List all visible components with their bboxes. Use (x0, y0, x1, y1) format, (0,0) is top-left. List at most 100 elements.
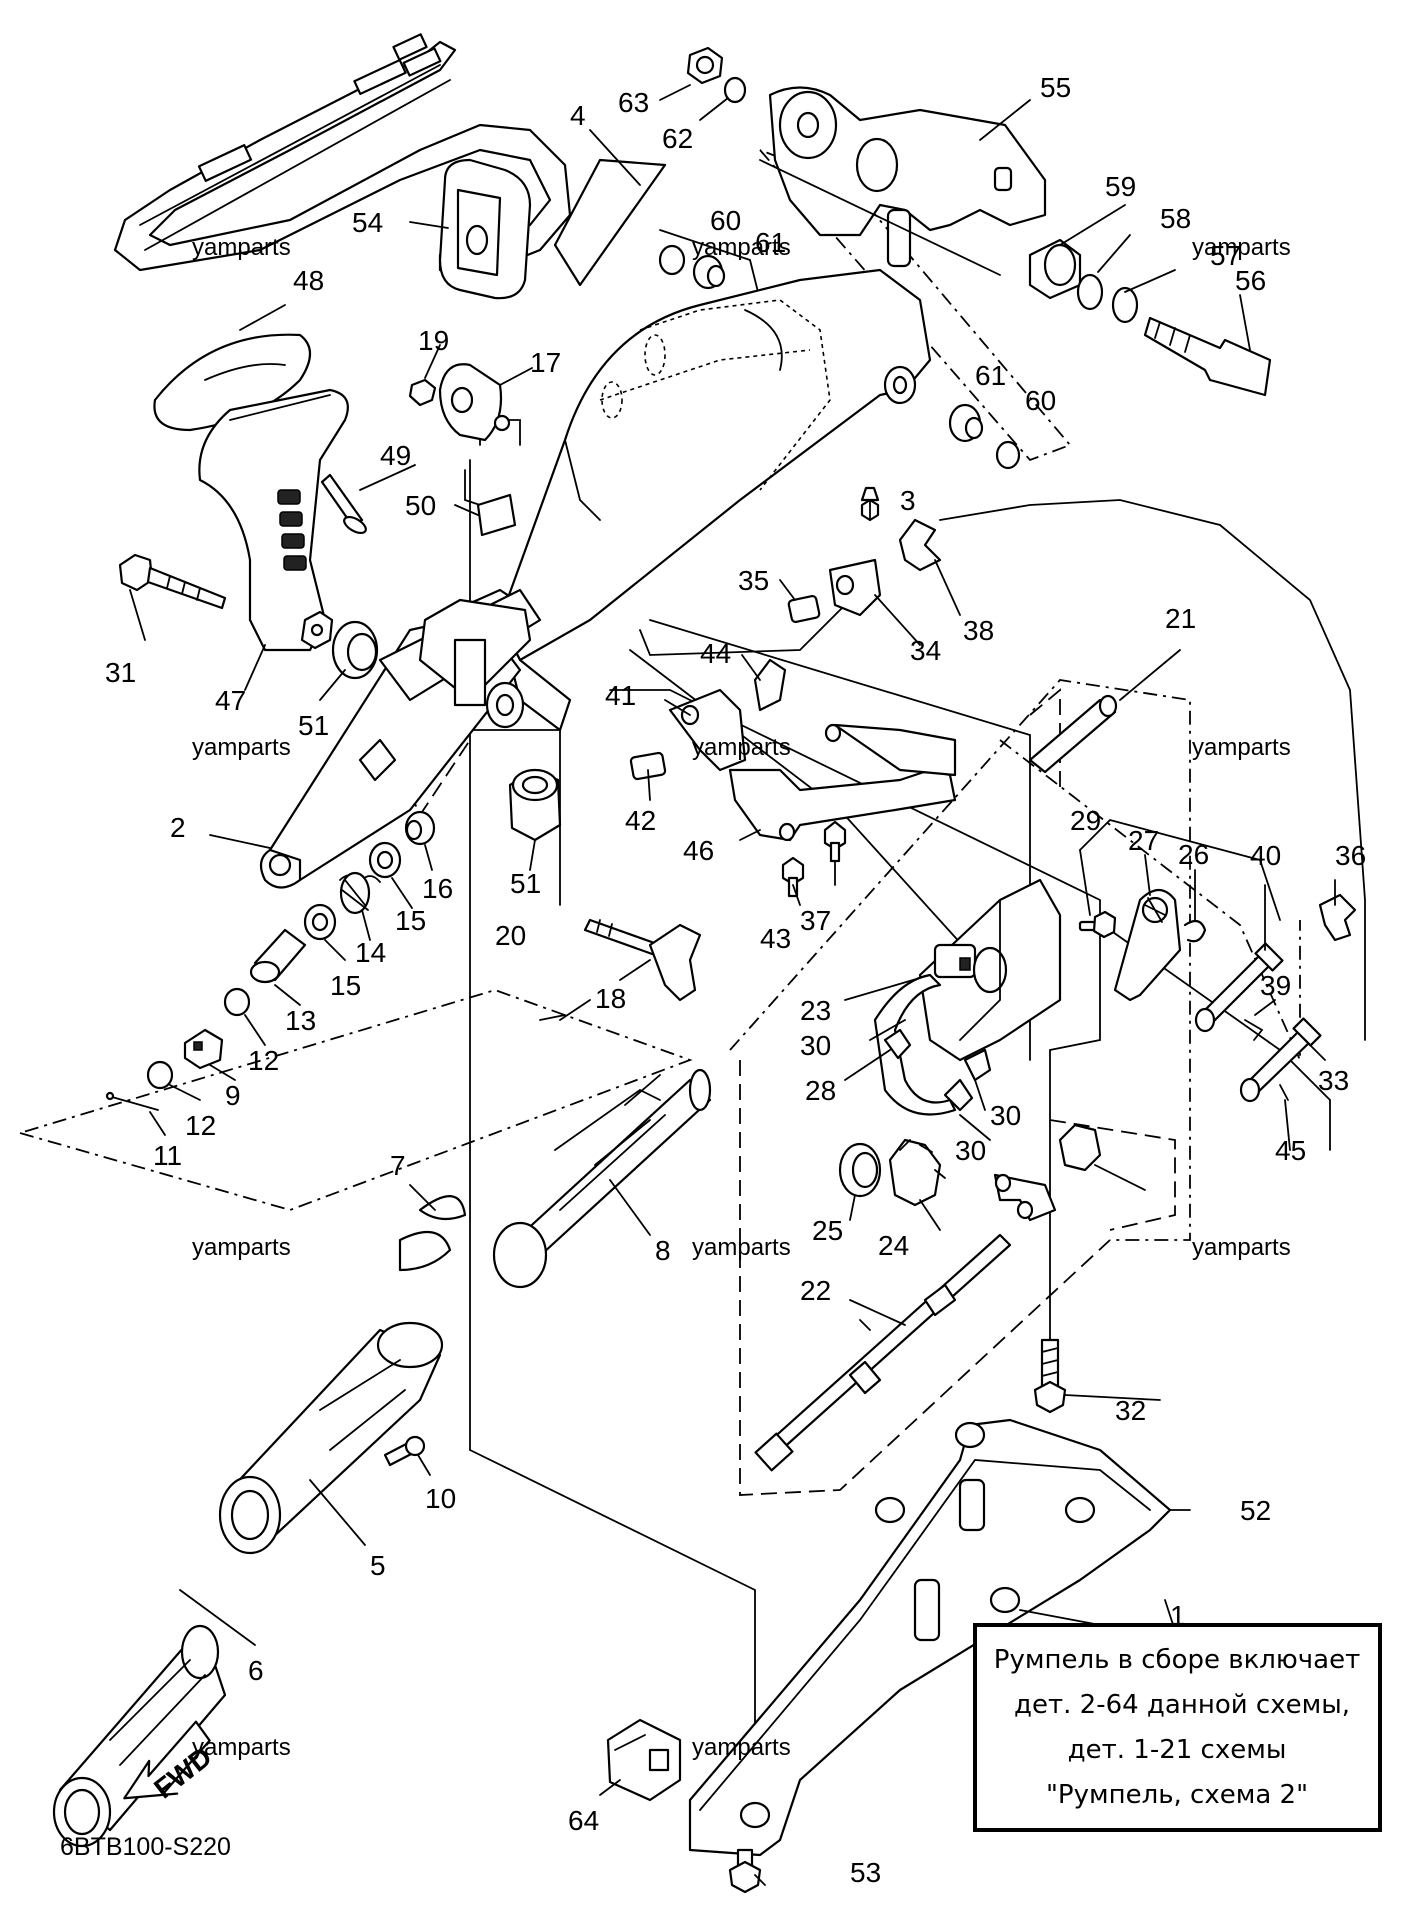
grommet-30-b (963, 1048, 992, 1082)
callout-31: 31 (105, 657, 136, 688)
spring-14 (339, 871, 381, 915)
callout-53: 53 (850, 1857, 881, 1888)
clip-38 (898, 518, 942, 572)
bolt-31 (118, 553, 227, 610)
screw-43 (781, 856, 805, 898)
bottom-cover-52 (688, 1418, 1172, 1857)
outer-grip-6 (52, 1624, 227, 1848)
callout-27: 27 (1128, 825, 1159, 856)
callout-56: 56 (1235, 265, 1266, 296)
watermark-3: yamparts (1192, 234, 1291, 261)
grip-cover-48 (153, 333, 312, 432)
watermark-1: yamparts (192, 234, 291, 261)
gear-24 (888, 1138, 946, 1207)
stopper-16 (404, 810, 436, 846)
callout-numbers: 1 2 3 4 5 6 7 8 9 10 11 12 12 13 14 15 1… (105, 72, 1366, 1888)
callout-6: 6 (248, 1655, 264, 1686)
grommet-54 (438, 158, 532, 300)
callout-64: 64 (568, 1805, 599, 1836)
switch-64 (606, 1718, 682, 1802)
leader-lines (129, 84, 1336, 1886)
callout-32: 32 (1115, 1395, 1146, 1426)
washer-62 (723, 76, 747, 104)
grip-handle-47 (198, 388, 349, 652)
callout-60-upper: 60 (710, 205, 741, 236)
clip-39 (1244, 1019, 1264, 1041)
callout-46: 46 (683, 835, 714, 866)
bracket-46 (728, 723, 957, 842)
lever-27 (1113, 888, 1182, 1002)
callout-21: 21 (1165, 603, 1196, 634)
stop-switch-23 (918, 878, 1062, 1062)
callout-35: 35 (738, 565, 769, 596)
note-line-3: дет. 1-21 схемы (1068, 1735, 1287, 1765)
nut-19 (408, 378, 437, 407)
callout-10: 10 (425, 1483, 456, 1514)
callout-51-lower: 51 (510, 868, 541, 899)
collar-61-lower (948, 403, 984, 443)
callout-29: 29 (1070, 805, 1101, 836)
callout-50: 50 (405, 490, 436, 521)
callout-47: 47 (215, 685, 246, 716)
callout-20: 20 (495, 920, 526, 951)
bolt-32 (1033, 1338, 1067, 1414)
callout-49: 49 (380, 440, 411, 471)
clip-26 (1183, 919, 1207, 943)
washer-12-upper (223, 987, 251, 1017)
callout-43: 43 (760, 923, 791, 954)
note-line-1: Румпель в сборе включает (994, 1645, 1360, 1675)
callout-15-lower: 15 (330, 970, 361, 1001)
callout-15-upper: 15 (395, 905, 426, 936)
washer-12-lower (146, 1060, 174, 1090)
callout-9: 9 (225, 1080, 241, 1111)
callout-59: 59 (1105, 171, 1136, 202)
callout-51-upper: 51 (298, 710, 329, 741)
grip-liner-8 (492, 1068, 712, 1289)
watermarks: yamparts yamparts yamparts yamparts yamp… (192, 234, 1291, 1761)
nut-63 (686, 46, 724, 85)
screw-37 (823, 820, 847, 863)
pin-45 (1279, 1084, 1289, 1101)
seal-25 (838, 1142, 882, 1198)
callout-30-right: 30 (990, 1100, 1021, 1131)
screw-49 (320, 473, 367, 535)
callout-54: 54 (352, 207, 383, 238)
rod-33 (1239, 1017, 1322, 1103)
callout-48: 48 (293, 265, 324, 296)
rod-40 (1194, 942, 1284, 1033)
watermark-8: yamparts (692, 1234, 791, 1261)
callout-13: 13 (285, 1005, 316, 1036)
callout-36: 36 (1335, 840, 1366, 871)
decal-7 (398, 1195, 467, 1272)
callout-17: 17 (530, 347, 561, 378)
callout-61-lower: 61 (975, 360, 1006, 391)
screw-53 (728, 1848, 762, 1894)
watermark-10: yamparts (192, 1734, 291, 1761)
bracket-55 (759, 86, 1047, 276)
callout-60-lower: 60 (1025, 385, 1056, 416)
bushing-51-upper (331, 620, 379, 680)
diagram-code: 6BTB100-S220 (60, 1833, 231, 1861)
callout-16: 16 (422, 873, 453, 904)
note-line-2: дет. 2-64 данной схемы, (1014, 1690, 1350, 1720)
callout-8: 8 (655, 1235, 671, 1266)
callout-4: 4 (570, 100, 586, 131)
cable-22 (754, 1233, 1012, 1472)
tiller-arm-body (259, 588, 542, 889)
callout-39: 39 (1260, 970, 1291, 1001)
collar-61-upper (692, 254, 726, 290)
callout-52: 52 (1240, 1495, 1271, 1526)
callout-63: 63 (618, 87, 649, 118)
leads-21 (1028, 694, 1118, 774)
note-box: Румпель в сборе включает дет. 2-64 данно… (973, 1623, 1382, 1832)
grommet-30-c (943, 1078, 974, 1112)
throttle-grip-5 (218, 1321, 444, 1555)
callout-55: 55 (1040, 72, 1071, 103)
note-line-4: "Румпель, схема 2" (1046, 1780, 1308, 1810)
washer-57 (1111, 286, 1139, 324)
callout-19: 19 (418, 325, 449, 356)
washer-60-upper (658, 244, 686, 276)
callout-14: 14 (355, 937, 386, 968)
clip-36 (1318, 893, 1357, 942)
